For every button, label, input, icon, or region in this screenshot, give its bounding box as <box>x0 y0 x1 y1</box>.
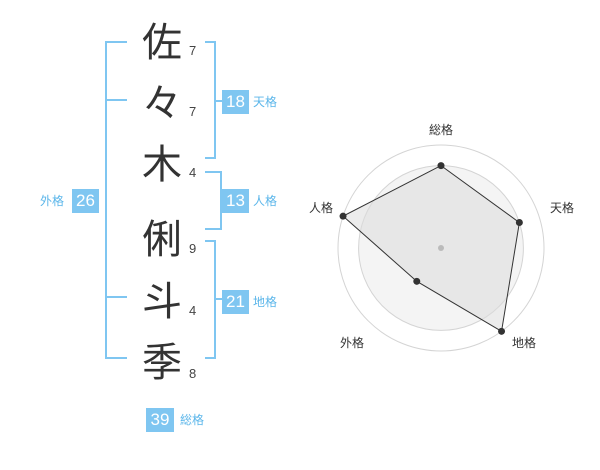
name-char-3: 木 <box>142 142 182 188</box>
radar-axis-label-jinkaku: 人格 <box>308 201 334 215</box>
tenkaku-bracket-tick <box>205 157 216 159</box>
jinkaku-label: 人格 <box>253 194 278 208</box>
name-char-2: 々 <box>142 81 182 127</box>
radar-point-1 <box>437 162 445 170</box>
name-char-5: 斗 <box>142 279 182 325</box>
chikaku-value-badge: 21 <box>222 290 249 314</box>
jinkaku-bracket-tick <box>205 171 222 173</box>
outer-bracket-tick <box>105 296 127 298</box>
stroke-count-4: 9 <box>189 241 197 256</box>
radar-point-5 <box>339 212 347 220</box>
jinkaku-bracket-tick <box>205 228 222 230</box>
radar-axis-label-gaikaku: 外格 <box>339 336 365 350</box>
radar-axis-label-soukaku: 総格 <box>428 123 454 137</box>
stroke-count-1: 7 <box>189 43 197 58</box>
outer-bracket-line <box>105 41 107 359</box>
tenkaku-bracket-arm <box>214 100 222 102</box>
tenkaku-label: 天格 <box>253 95 278 109</box>
name-char-6: 季 <box>142 340 182 386</box>
outer-bracket-tick <box>105 41 127 43</box>
jinkaku-value-badge: 13 <box>222 189 249 213</box>
soukaku-label: 総格 <box>180 413 205 427</box>
tenkaku-bracket-tick <box>205 41 216 43</box>
chikaku-bracket-tick <box>205 240 216 242</box>
radar-point-4 <box>413 277 421 285</box>
name-char-4: 俐 <box>142 217 182 263</box>
stroke-count-5: 4 <box>189 303 197 318</box>
gaikaku-value-badge: 26 <box>72 189 99 213</box>
chikaku-label: 地格 <box>253 295 278 309</box>
soukaku-value-badge: 39 <box>146 408 174 432</box>
stroke-count-2: 7 <box>189 104 197 119</box>
outer-bracket-tick <box>105 99 127 101</box>
radar-axis-label-chikaku: 地格 <box>511 336 537 350</box>
radar-point-3 <box>498 327 506 335</box>
radar-center-dot <box>438 245 444 251</box>
outer-bracket-tick <box>105 357 127 359</box>
name-char-1: 佐 <box>142 20 182 66</box>
jinkaku-bracket <box>220 171 222 230</box>
chikaku-bracket-tick <box>205 357 216 359</box>
gaikaku-label: 外格 <box>40 194 65 208</box>
stroke-count-6: 8 <box>189 366 197 381</box>
radar-axis-label-tenkaku: 天格 <box>549 201 575 215</box>
tenkaku-value-badge: 18 <box>222 90 249 114</box>
radar-point-2 <box>515 219 523 227</box>
radar-series-polygon <box>342 165 520 333</box>
chikaku-bracket-arm <box>214 298 222 300</box>
stroke-count-3: 4 <box>189 165 197 180</box>
